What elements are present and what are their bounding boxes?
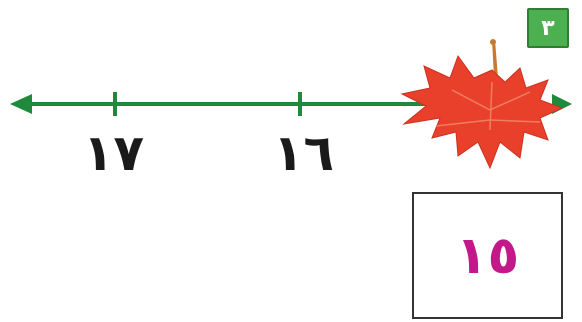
answer-value: ١٥ [455,225,520,286]
arrow-left-icon [10,94,32,114]
tick-label-17: ١٧ [83,124,145,182]
maple-leaf-icon [400,39,564,170]
answer-box: ١٥ [412,192,563,319]
problem-number-badge: ٣ [527,8,569,48]
tick-label-16: ١٦ [273,124,335,182]
